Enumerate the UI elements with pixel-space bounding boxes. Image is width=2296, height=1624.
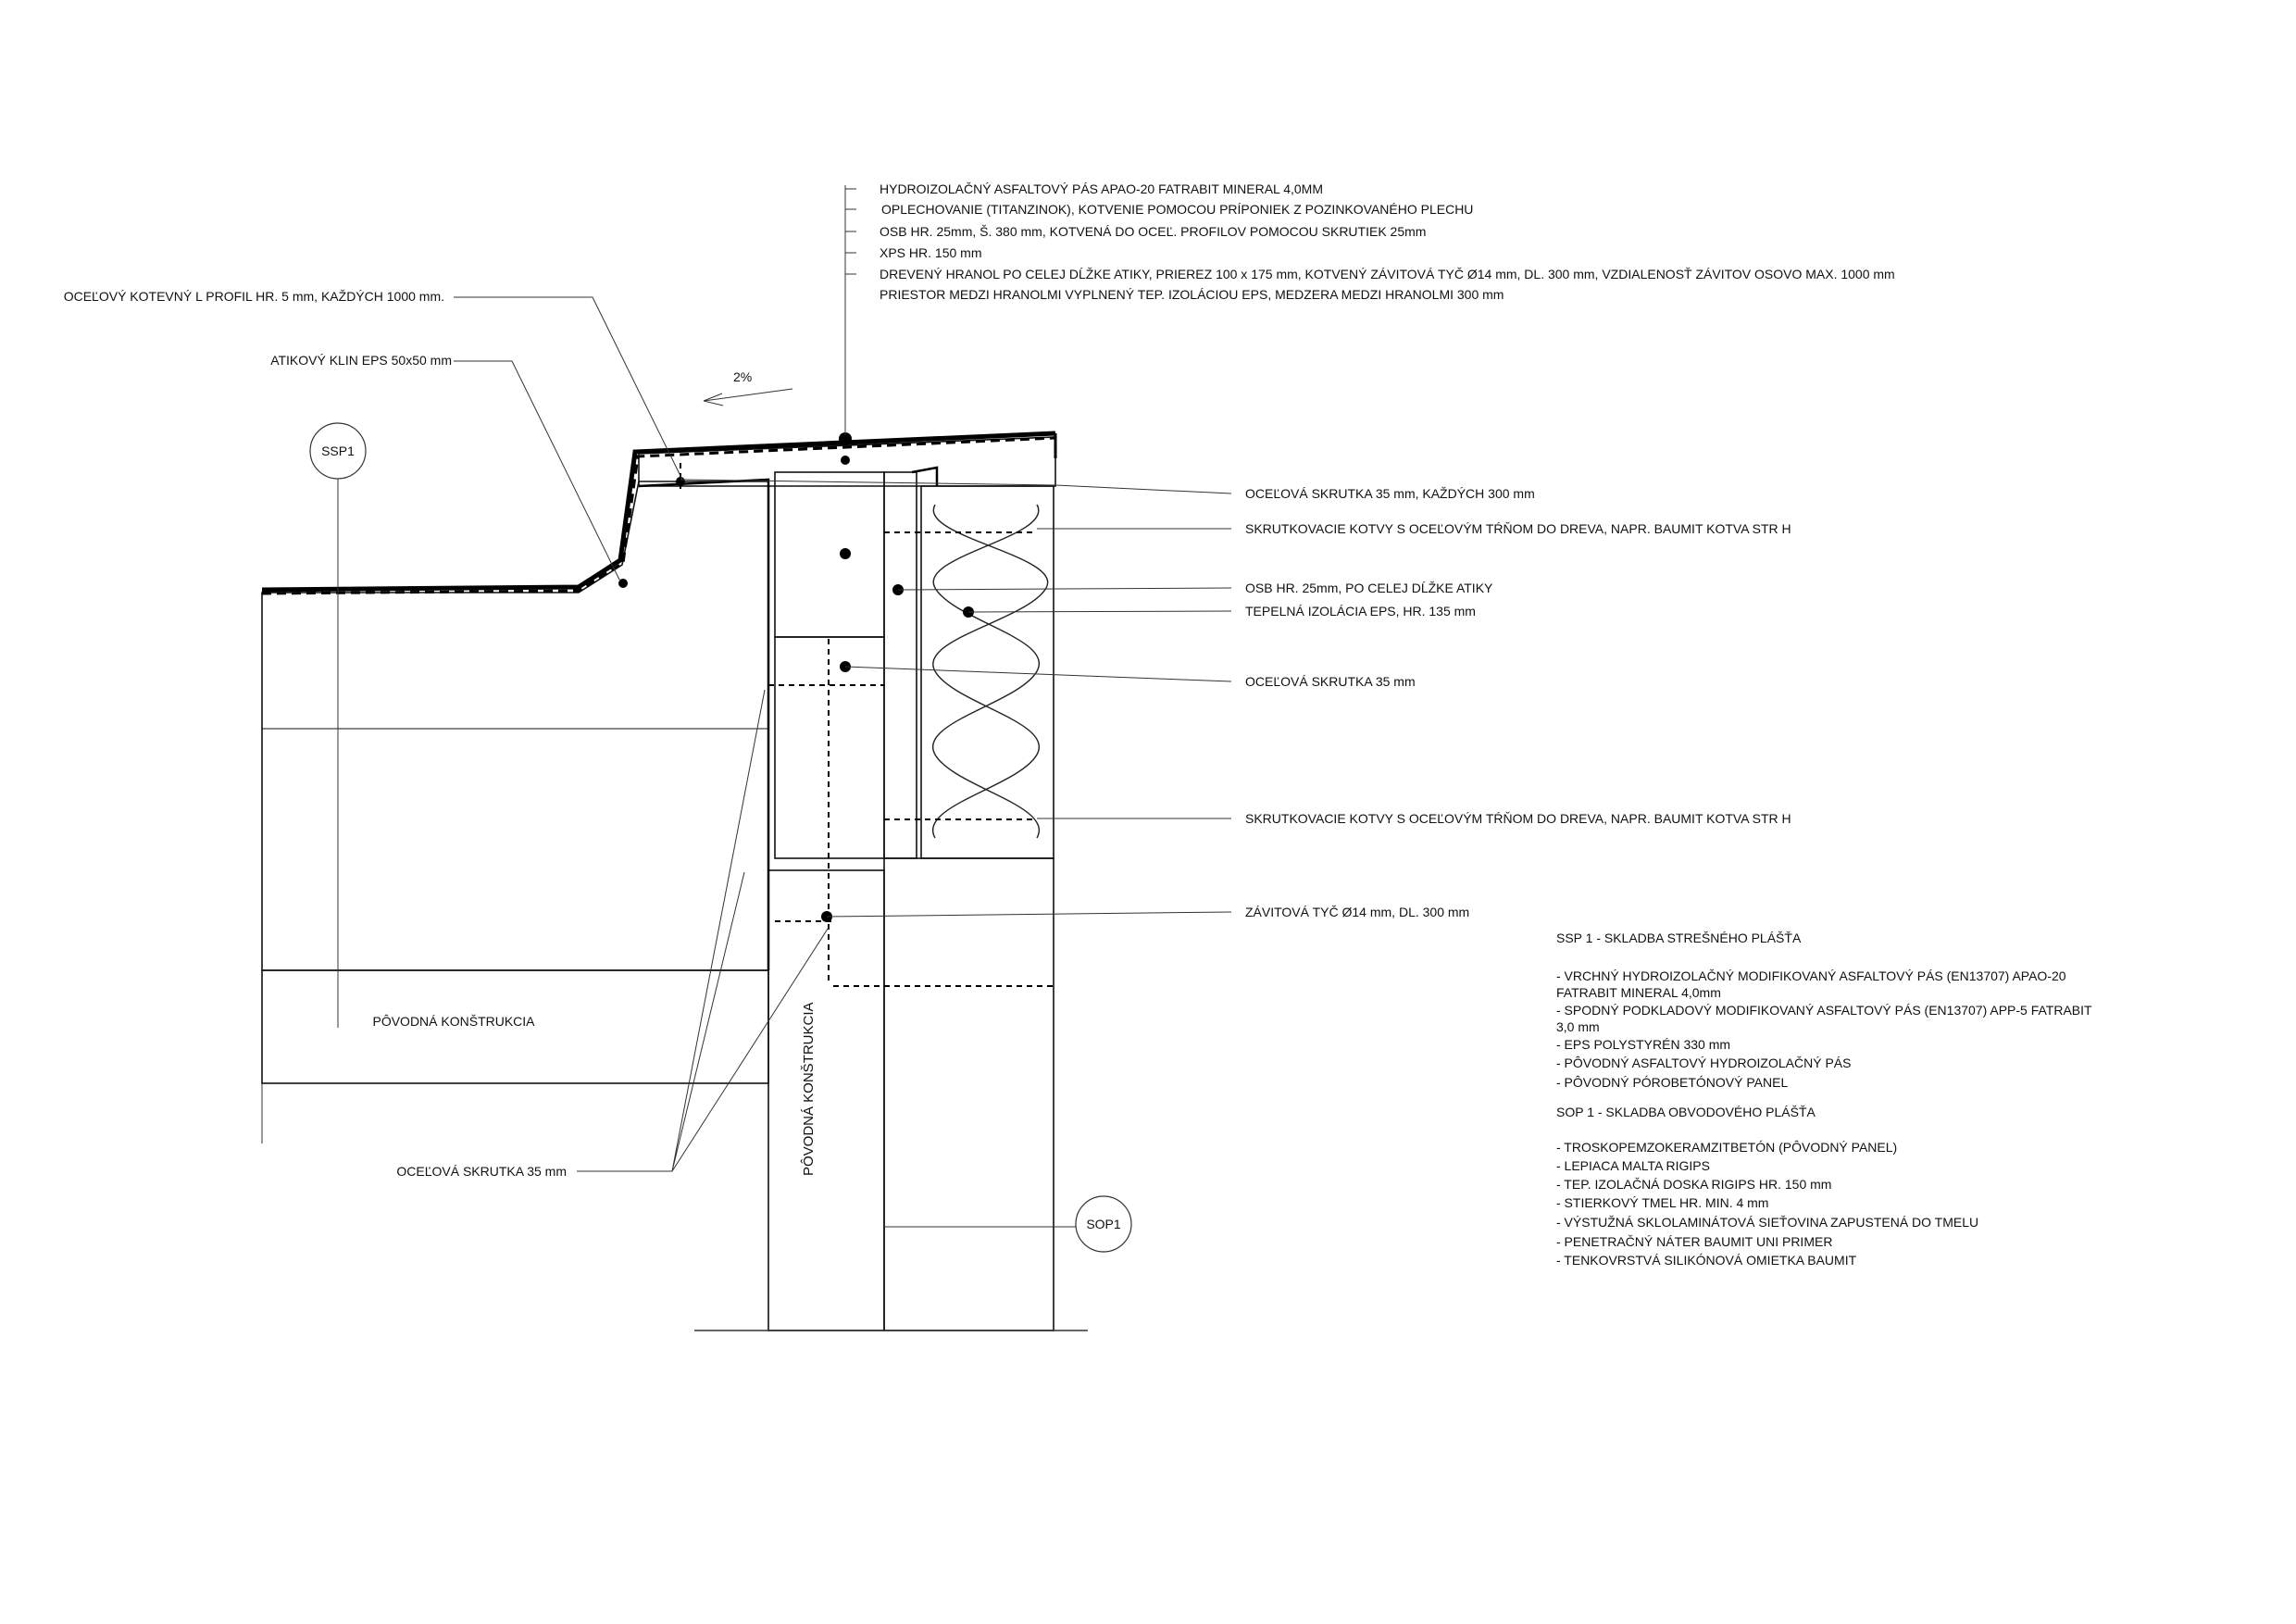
timber-beam [774,471,885,638]
callout-flashing: OPLECHOVANIE (TITANZINOK), KOTVENIE POMO… [881,202,1473,217]
left-callouts: OCEĽOVÝ KOTEVNÝ L PROFIL HR. 5 mm, KAŽDÝ… [64,289,567,1179]
ssp-title: SSP 1 - SKLADBA STREŠNÉHO PLÁŠŤA [1556,931,1802,945]
ssp-line: - EPS POLYSTYRÉN 330 mm [1556,1037,1730,1052]
callout-l-profile: OCEĽOVÝ KOTEVNÝ L PROFIL HR. 5 mm, KAŽDÝ… [64,289,444,304]
eps-loop-pattern [931,504,1049,839]
dot-wedge [618,579,628,588]
sop-line: - LEPIACA MALTA RIGIPS [1556,1158,1710,1173]
callout-osb: OSB HR. 25mm, Š. 380 mm, KOTVENÁ DO OCEĽ… [880,224,1426,239]
right-callouts: OCEĽOVÁ SKRUTKA 35 mm, KAŽDÝCH 300 mm SK… [1245,486,1791,919]
tag-ssp1[interactable]: SSP1 [309,422,367,480]
steel-profile-top [911,466,939,486]
sop-line: - VÝSTUŽNÁ SKLOLAMINÁTOVÁ SIEŤOVINA ZAPU… [1556,1215,1978,1230]
callout-anchor-bottom: SKRUTKOVACIE KOTVY S OCEĽOVÝM TŔŇOM DO D… [1245,811,1791,826]
callout-beam: DREVENÝ HRANOL PO CELEJ DĹŽKE ATIKY, PRI… [880,267,1895,281]
original-structure-label: PÔVODNÁ KONŠTRUKCIA [372,1014,535,1029]
ssp-line: - VRCHNÝ HYDROIZOLAČNÝ MODIFIKOVANÝ ASFA… [1556,968,2066,983]
sop-line: - STIERKOVÝ TMEL HR. MIN. 4 mm [1556,1195,1768,1210]
ssp-line: 3,0 mm [1556,1019,1600,1034]
callout-screw-bottom: OCEĽOVÁ SKRUTKA 35 mm [396,1164,567,1179]
ssp-line: FATRABIT MINERAL 4,0mm [1556,985,1721,1000]
tag-sop1-label: SOP1 [1086,1217,1121,1231]
xps-insulation [638,436,1056,487]
leader-lines [261,185,1232,1331]
original-wall-label: PÔVODNÁ KONŠTRUKCIA [801,1002,817,1176]
callout-osb-full: OSB HR. 25mm, PO CELEJ DĹŽKE ATIKY [1245,581,1493,595]
roof-eps-insulation [261,481,769,971]
ssp-line: - PÔVODNÝ PÓROBETÓNOVÝ PANEL [1556,1075,1788,1090]
callout-eps-between: PRIESTOR MEDZI HRANOLMI VYPLNENÝ TEP. IZ… [880,287,1504,302]
sop-line: - TENKOVRSTVÁ SILIKÓNOVÁ OMIETKA BAUMIT [1556,1253,1857,1268]
callout-xps: XPS HR. 150 mm [880,245,981,260]
spec-block: SSP 1 - SKLADBA STREŠNÉHO PLÁŠŤA - VRCHN… [1556,931,2092,1268]
sop-line: - TROSKOPEMZOKERAMZITBETÓN (PÔVODNÝ PANE… [1556,1140,1897,1155]
tag-ssp1-label: SSP1 [321,443,355,458]
wall-eps-insulation [883,857,1054,1331]
wall-eps-135 [920,485,1054,859]
dot-beam [840,548,851,559]
ssp-line: - SPODNÝ PODKLADOVÝ MODIFIKOVANÝ ASFALTO… [1556,1003,2092,1018]
steel-l-profile [638,478,770,970]
top-callouts: HYDROIZOLAČNÝ ASFALTOVÝ PÁS APAO-20 FATR… [880,181,1895,302]
callout-membrane: HYDROIZOLAČNÝ ASFALTOVÝ PÁS APAO-20 FATR… [880,181,1323,196]
callout-anchor-top: SKRUTKOVACIE KOTVY S OCEĽOVÝM TŔŇOM DO D… [1245,521,1791,536]
roof-membrane [261,431,1056,593]
slope-label: 2% [733,369,752,384]
callout-screw-35: OCEĽOVÁ SKRUTKA 35 mm [1245,674,1416,689]
ssp-line: - PÔVODNÝ ASFALTOVÝ HYDROIZOLAČNÝ PÁS [1556,1056,1851,1070]
callout-screw-300: OCEĽOVÁ SKRUTKA 35 mm, KAŽDÝCH 300 mm [1245,486,1535,501]
sop-title: SOP 1 - SKLADBA OBVODOVÉHO PLÁŠŤA [1556,1105,1816,1119]
membrane-texture [261,436,1056,595]
tag-sop1[interactable]: SOP1 [1075,1195,1132,1253]
dot-l-profile [676,477,685,486]
dot-xps [841,456,850,465]
callout-eps-135: TEPELNÁ IZOLÁCIA EPS, HR. 135 mm [1245,604,1476,618]
dot-membrane [839,432,852,445]
callout-wedge: ATIKOVÝ KLIN EPS 50x50 mm [270,353,452,368]
sop-line: - PENETRAČNÝ NÁTER BAUMIT UNI PRIMER [1556,1234,1832,1249]
section-geometry [261,431,1057,1331]
original-wall [767,869,885,1331]
osb-board-vertical [883,471,917,859]
sop-line: - TEP. IZOLAČNÁ DOSKA RIGIPS HR. 150 mm [1556,1177,1831,1192]
callout-threaded-rod: ZÁVITOVÁ TYČ Ø14 mm, DL. 300 mm [1245,905,1469,919]
